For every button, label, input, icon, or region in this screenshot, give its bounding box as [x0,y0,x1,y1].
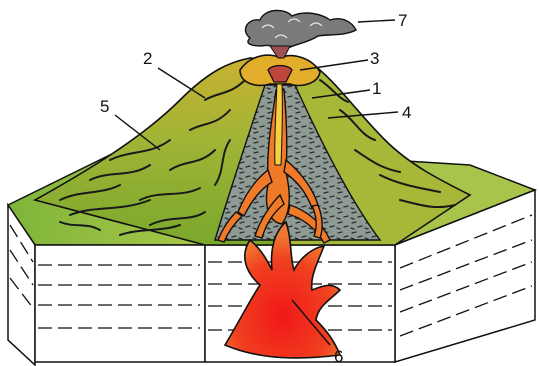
ash-cloud [245,10,356,58]
label-1: 1 [372,79,381,98]
label-7: 7 [398,11,407,30]
label-3: 3 [370,49,379,68]
label-5: 5 [100,97,109,116]
label-4: 4 [402,103,411,122]
label-6: 6 [334,347,343,366]
label-2: 2 [143,49,152,68]
